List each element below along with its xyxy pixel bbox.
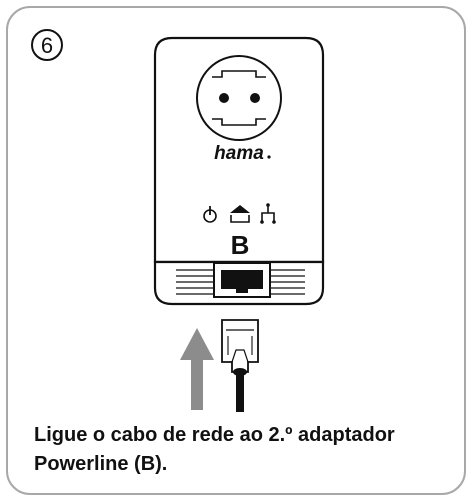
ethernet-cable-plug (221, 319, 259, 412)
vent-lines-left (176, 269, 213, 295)
up-arrow-icon (180, 328, 214, 410)
instruction-line-1: Ligue o cabo de rede ao 2.º adaptador (34, 424, 395, 446)
power-socket-icon (196, 55, 282, 141)
powerline-adapter: hama B (153, 36, 325, 306)
brand-logo-dot (267, 155, 271, 159)
adapter-label: B (231, 230, 250, 260)
network-icon (260, 203, 276, 224)
home-powerline-icon (230, 205, 250, 223)
network-cable (236, 372, 244, 412)
ethernet-port (213, 262, 271, 298)
vent-lines-right (270, 269, 305, 295)
step-number-badge: 6 (31, 29, 63, 61)
power-icon (203, 206, 217, 223)
instruction-text: Ligue o cabo de rede ao 2.º adaptador Po… (34, 421, 454, 479)
brand-logo: hama (214, 143, 264, 164)
instruction-line-2: Powerline (B). (34, 453, 168, 475)
step-number: 6 (41, 33, 53, 58)
